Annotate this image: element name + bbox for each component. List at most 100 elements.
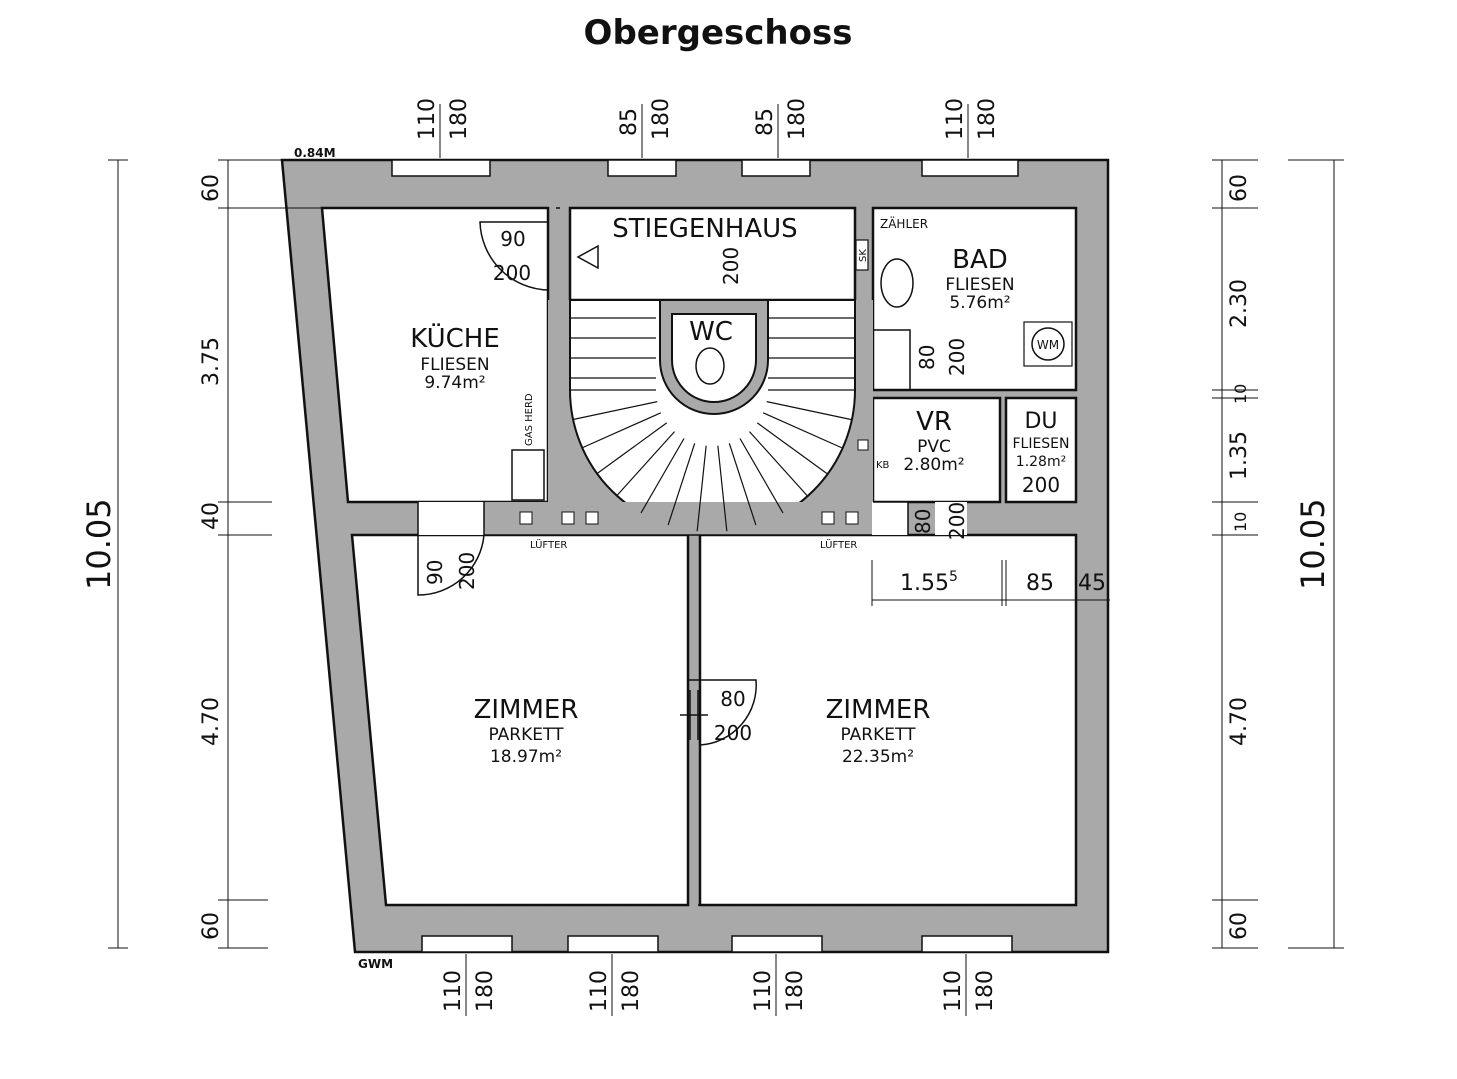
room-wc-name: WC [689,317,733,347]
vent-icon [845,511,859,525]
left-total: 10.05 [80,498,118,590]
door-height: 200 [1022,473,1060,497]
room-zimmer-left-name: ZIMMER [474,695,579,725]
window [567,935,659,953]
window [607,159,677,177]
room-du-floor: FLIESEN [1012,436,1069,452]
right-dim-1: 60 [1227,174,1252,202]
hdim-a-value: 1.55 [900,571,949,596]
arrow-icon [576,244,599,270]
door-height: 200 [493,261,531,285]
left-dimension-chain: 10.05 60 3.75 40 4.70 60 [80,159,322,949]
room-vr-name: VR [916,407,952,437]
small-labels: 0.84M GWM LÜFTER LÜFTER ZÄHLER GAS HERD … [294,146,1059,971]
door-height: 200 [714,721,752,745]
stair-tread [572,401,658,421]
switch-icon [857,439,869,451]
window-width: 110 [943,98,968,140]
windows [391,159,1019,953]
stair-tread [728,443,757,526]
stair-tread [749,431,808,496]
door-width: 80 [720,687,745,711]
wm-label: WM [1037,338,1059,352]
door-height: 200 [455,552,479,590]
hdim-a: 1.555 [900,569,958,596]
right-dim-4: 1.35 [1227,431,1252,480]
left-dim-5: 60 [199,912,224,940]
window [421,935,513,953]
stair-tread [640,438,685,514]
stair-tread [667,443,696,526]
window-height: 180 [785,98,810,140]
right-dim-7: 60 [1227,912,1252,940]
room-zimmer-right-name: ZIMMER [826,695,931,725]
right-total: 10.05 [1294,498,1332,590]
dashed-lines [322,207,1076,906]
hdim-a-superscript: 5 [949,569,958,585]
window-width: 85 [753,108,778,136]
vent-icon [821,511,835,525]
left-dim-3: 40 [199,502,224,530]
room-kueche-name: KÜCHE [410,322,500,354]
right-dimension-chain: 60 2.30 10 1.35 10 4.70 60 10.05 [1212,159,1344,949]
horizontal-dimension: 1.555 85 45 [871,560,1110,606]
room-du-name: DU [1024,409,1057,434]
left-dim-4: 4.70 [199,697,224,746]
fixtures [511,239,1073,525]
luefter-label: LÜFTER [530,538,567,551]
plan-title: Obergeschoss [584,13,853,53]
vent-icon [585,511,599,525]
staircase [570,317,855,532]
window-width: 110 [587,970,612,1012]
room-labels: KÜCHE FLIESEN 9.74m² STIEGENHAUS WC BAD … [410,214,1069,767]
vent-icon [519,511,533,525]
level-bottom-label: GWM [358,957,393,971]
meter-box [855,239,869,271]
door-width: 80 [915,345,939,370]
window-height: 180 [783,970,808,1012]
gas-herd-label: GAS HERD [524,393,535,446]
door-height: 200 [945,502,969,540]
stair-tread [616,431,675,496]
door-height: 200 [945,338,969,376]
stair-tread [739,438,784,514]
kb-label: KB [876,460,890,471]
room-bad-name: BAD [952,245,1008,275]
left-dim-1: 60 [199,174,224,202]
stair-tread [766,401,852,421]
window [741,159,811,177]
window [921,935,1013,953]
room-vr-area: 2.80m² [903,455,964,475]
window-width: 110 [751,970,776,1012]
window-height: 180 [975,98,1000,140]
door-height: 200 [719,247,743,285]
left-dim-2: 3.75 [199,337,224,386]
right-dim-2: 2.30 [1227,279,1252,328]
window-width: 110 [441,970,466,1012]
window-height: 180 [649,98,674,140]
room-zimmer-right-floor: PARKETT [841,725,917,745]
door-labels: 90 200 200 80 200 90 200 80 200 80 200 2… [423,227,1060,745]
door-width: 80 [911,509,935,534]
room-vr-floor: PVC [917,437,951,457]
window [921,159,1019,177]
hdim-b: 85 [1026,571,1054,596]
right-dim-6: 4.70 [1227,697,1252,746]
room-bad-floor: FLIESEN [945,275,1014,295]
sk-label: SK [858,249,869,262]
room-stiegenhaus-name: STIEGENHAUS [612,214,797,244]
stair-tread [596,422,668,474]
washbasin-icon [880,258,914,308]
window-height: 180 [447,98,472,140]
room-kueche-area: 9.74m² [424,373,485,393]
washing-machine-icon [1031,327,1065,361]
cooker [511,449,545,501]
room-zimmer-left-area: 18.97m² [490,747,562,767]
stair-tread [717,445,728,532]
toilet-icon [695,347,725,385]
window-dimensions: 110 180 85 180 85 180 110 180 110 180 11… [415,98,1000,1016]
room-kueche-floor: FLIESEN [420,355,489,375]
zaehler-label: ZÄHLER [880,216,928,231]
room-zimmer-left-floor: PARKETT [489,725,565,745]
